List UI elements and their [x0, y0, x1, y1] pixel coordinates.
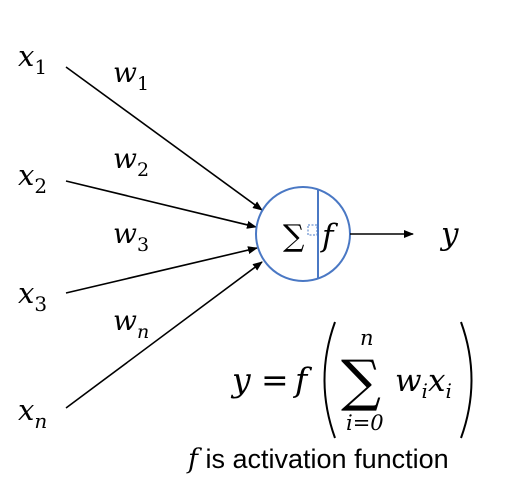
formula-lower-limit: i=0 [346, 411, 384, 435]
caption: f is activation function [186, 444, 449, 475]
formula-right-paren [460, 321, 473, 439]
formula-func: f [292, 360, 313, 399]
formula-equals: = [261, 360, 289, 399]
formula-sigma: ∑ [341, 349, 381, 414]
weight-label-w2: w2 [113, 142, 149, 181]
input-label-x1: x1 [18, 39, 47, 79]
input-label-xn: xn [18, 393, 47, 433]
weight-label-wn: wn [113, 304, 149, 343]
sum-symbol: ∑ [283, 219, 305, 254]
input-arrow-x3 [65, 246, 258, 294]
input-label-x3: x3 [18, 276, 47, 316]
weight-label-w3: w3 [113, 217, 149, 256]
formula-term: wixi [395, 363, 452, 403]
caption-text: is activation function [198, 444, 449, 474]
input-arrow-x2 [65, 180, 257, 229]
formula-lhs: y [230, 360, 251, 399]
input-arrow-xn [65, 261, 263, 409]
output-label: y [439, 216, 459, 252]
input-label-x2: x2 [18, 158, 47, 198]
formula-left-paren [323, 321, 336, 439]
placeholder-box-icon [307, 224, 318, 236]
activation-formula: y = f n ∑ i=0 wixi [230, 321, 473, 439]
input-arrow-x1 [65, 66, 263, 211]
weight-label-w1: w1 [113, 56, 149, 95]
formula-upper-limit: n [360, 326, 374, 350]
